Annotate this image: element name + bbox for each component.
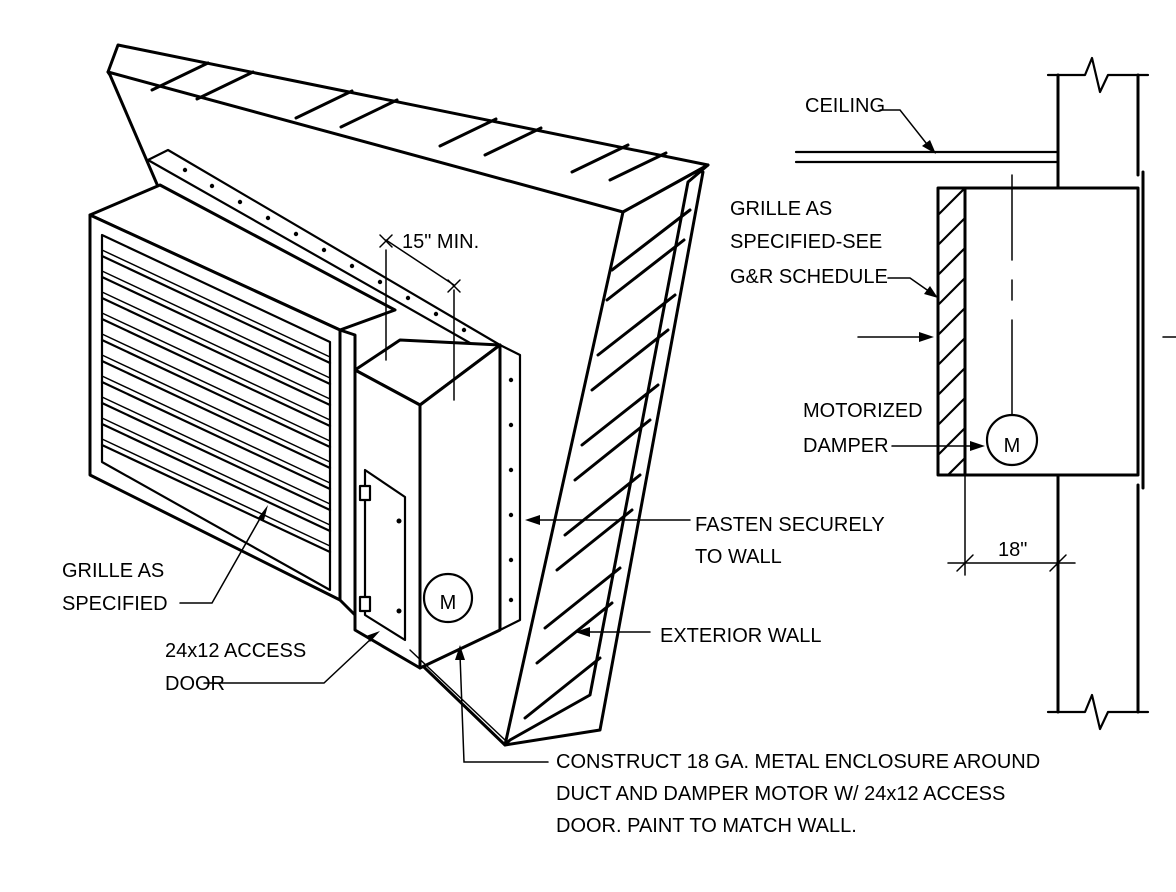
min-dimension-label: 15" MIN. xyxy=(402,231,479,253)
grille-left-label-1: GRILLE AS xyxy=(62,560,164,582)
iso-leaders xyxy=(179,505,691,763)
section-duct: M xyxy=(936,174,1140,477)
construct-label-1: CONSTRUCT 18 GA. METAL ENCLOSURE AROUND xyxy=(556,751,1040,773)
access-door xyxy=(358,468,407,642)
section-wall xyxy=(1046,56,1150,731)
motor-section-label: M xyxy=(1004,435,1021,457)
dim-18-label: 18" xyxy=(998,539,1027,561)
grille-right-label-3: G&R SCHEDULE xyxy=(730,266,888,288)
motor-iso-label: M xyxy=(440,592,457,614)
isometric-view: M 15" MIN. GRI xyxy=(62,43,1040,837)
grille-left-label-2: SPECIFIED xyxy=(62,593,168,615)
damper-label-2: DAMPER xyxy=(803,435,889,457)
ceiling: CEILING xyxy=(794,95,1060,164)
grille-right-label-2: SPECIFIED-SEE xyxy=(730,231,882,253)
fasten-label-2: TO WALL xyxy=(695,546,782,568)
fasten-label-1: FASTEN SECURELY xyxy=(695,514,885,536)
grille-right-label-1: GRILLE AS xyxy=(730,198,832,220)
section-view: CEILING M xyxy=(730,56,1176,731)
exterior-wall-label: EXTERIOR WALL xyxy=(660,625,822,647)
damper-label-1: MOTORIZED xyxy=(803,400,923,422)
ceiling-label: CEILING xyxy=(805,95,885,117)
grille-louvers xyxy=(88,213,342,602)
damper-motor-symbol: M xyxy=(422,572,474,624)
construct-label-2: DUCT AND DAMPER MOTOR W/ 24x12 ACCESS xyxy=(556,783,1005,805)
access-door-label-2: DOOR xyxy=(165,673,225,695)
construct-label-3: DOOR. PAINT TO MATCH WALL. xyxy=(556,815,857,837)
metal-enclosure: M xyxy=(353,338,502,670)
dim-18: 18" xyxy=(947,474,1076,576)
access-door-label-1: 24x12 ACCESS xyxy=(165,640,306,662)
min-dimension: 15" MIN. xyxy=(379,231,479,401)
